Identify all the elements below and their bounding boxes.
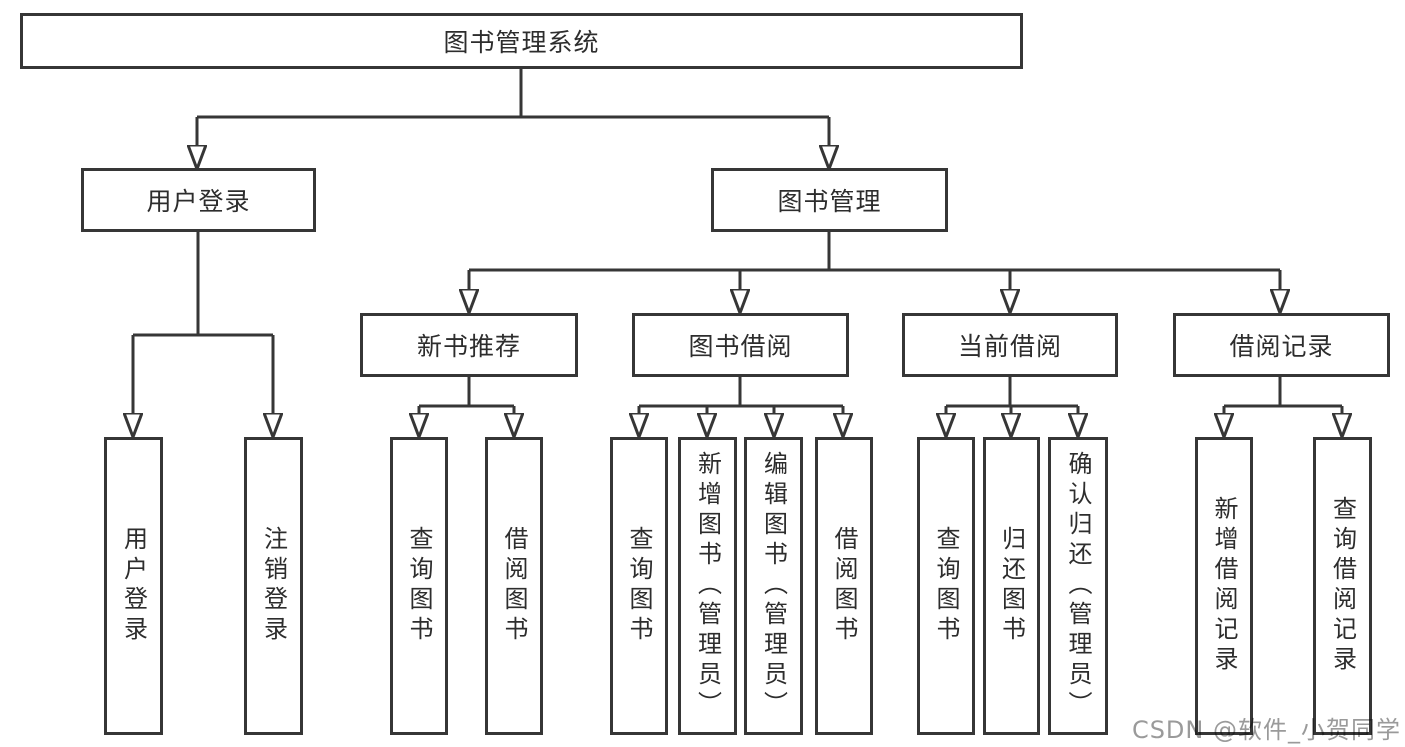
leaf-newbook-query-books: 查询图书 (390, 437, 448, 735)
node-root: 图书管理系统 (20, 13, 1023, 69)
leaf-confirm-return-admin-label: 确认归还（管理员） (1064, 451, 1092, 721)
node-borrow-records: 借阅记录 (1173, 313, 1390, 377)
leaf-query-borrow-record: 查询借阅记录 (1313, 437, 1372, 735)
node-book-management-label: 图书管理 (777, 187, 882, 216)
leaf-confirm-return-admin: 确认归还（管理员） (1048, 437, 1108, 735)
leaf-edit-books-admin-label: 编辑图书（管理员） (759, 451, 788, 721)
node-new-book-recommend: 新书推荐 (360, 313, 578, 377)
leaf-return-books-label: 归还图书 (997, 526, 1026, 646)
node-borrow-records-label: 借阅记录 (1229, 332, 1334, 361)
leaf-borrow-query-books: 查询图书 (610, 437, 668, 735)
node-root-label: 图书管理系统 (443, 28, 600, 57)
leaf-borrow-borrow-books: 借阅图书 (815, 437, 873, 735)
leaf-newbook-query-books-label: 查询图书 (405, 526, 433, 646)
leaf-user-login-label: 用户登录 (119, 526, 148, 646)
leaf-add-books-admin-label: 新增图书（管理员） (693, 451, 722, 721)
leaf-newbook-borrow-books-label: 借阅图书 (500, 526, 528, 646)
leaf-add-borrow-record-label: 新增借阅记录 (1210, 496, 1238, 676)
leaf-newbook-borrow-books: 借阅图书 (485, 437, 543, 735)
node-book-management: 图书管理 (711, 168, 948, 232)
node-user-login: 用户登录 (81, 168, 316, 232)
node-current-borrow: 当前借阅 (902, 313, 1118, 377)
node-user-login-label: 用户登录 (146, 187, 251, 216)
leaf-return-books: 归还图书 (983, 437, 1040, 735)
leaf-logout-login-label: 注销登录 (259, 526, 288, 646)
leaf-borrow-borrow-books-label: 借阅图书 (830, 526, 858, 646)
connector-rails (133, 69, 1342, 408)
leaf-add-books-admin: 新增图书（管理员） (678, 437, 737, 735)
leaf-current-query-books: 查询图书 (917, 437, 975, 735)
node-book-borrow-label: 图书借阅 (688, 332, 793, 361)
leaf-add-borrow-record: 新增借阅记录 (1195, 437, 1253, 735)
node-book-borrow: 图书借阅 (632, 313, 849, 377)
node-current-borrow-label: 当前借阅 (957, 332, 1062, 361)
leaf-current-query-books-label: 查询图书 (932, 526, 960, 646)
leaf-user-login: 用户登录 (104, 437, 163, 735)
leaf-borrow-query-books-label: 查询图书 (625, 526, 653, 646)
leaf-logout-login: 注销登录 (244, 437, 303, 735)
leaf-edit-books-admin: 编辑图书（管理员） (744, 437, 803, 735)
watermark: CSDN @软件_小贺同学 (1131, 716, 1401, 744)
leaf-query-borrow-record-label: 查询借阅记录 (1328, 496, 1357, 676)
node-new-book-recommend-label: 新书推荐 (416, 332, 521, 361)
